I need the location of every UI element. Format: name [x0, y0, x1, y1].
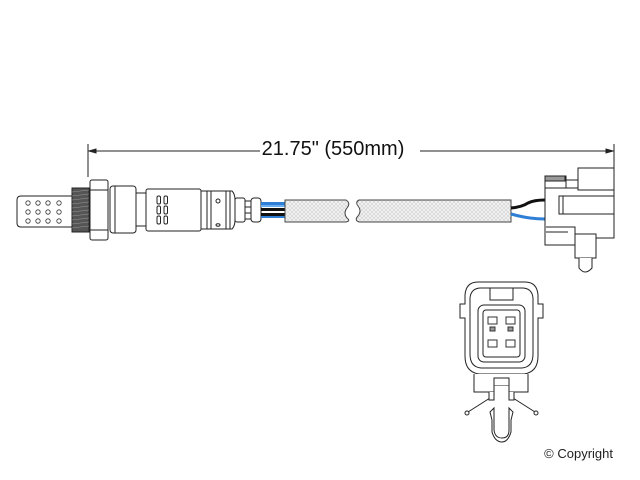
connector-side-view — [544, 167, 615, 273]
sensor-tip — [16, 195, 73, 228]
wires-connector-end — [510, 198, 546, 221]
copyright-notice: © Copyright — [544, 446, 613, 461]
connector-pins — [487, 316, 516, 348]
dimension-line — [87, 144, 615, 177]
wires-sensor-end — [261, 202, 285, 218]
braided-sheath — [284, 199, 512, 223]
hex-nut — [89, 179, 109, 241]
sensor-body — [109, 185, 262, 234]
threaded-section — [71, 187, 90, 233]
sensor-holes — [25, 200, 62, 224]
connector-face-view — [459, 281, 544, 443]
